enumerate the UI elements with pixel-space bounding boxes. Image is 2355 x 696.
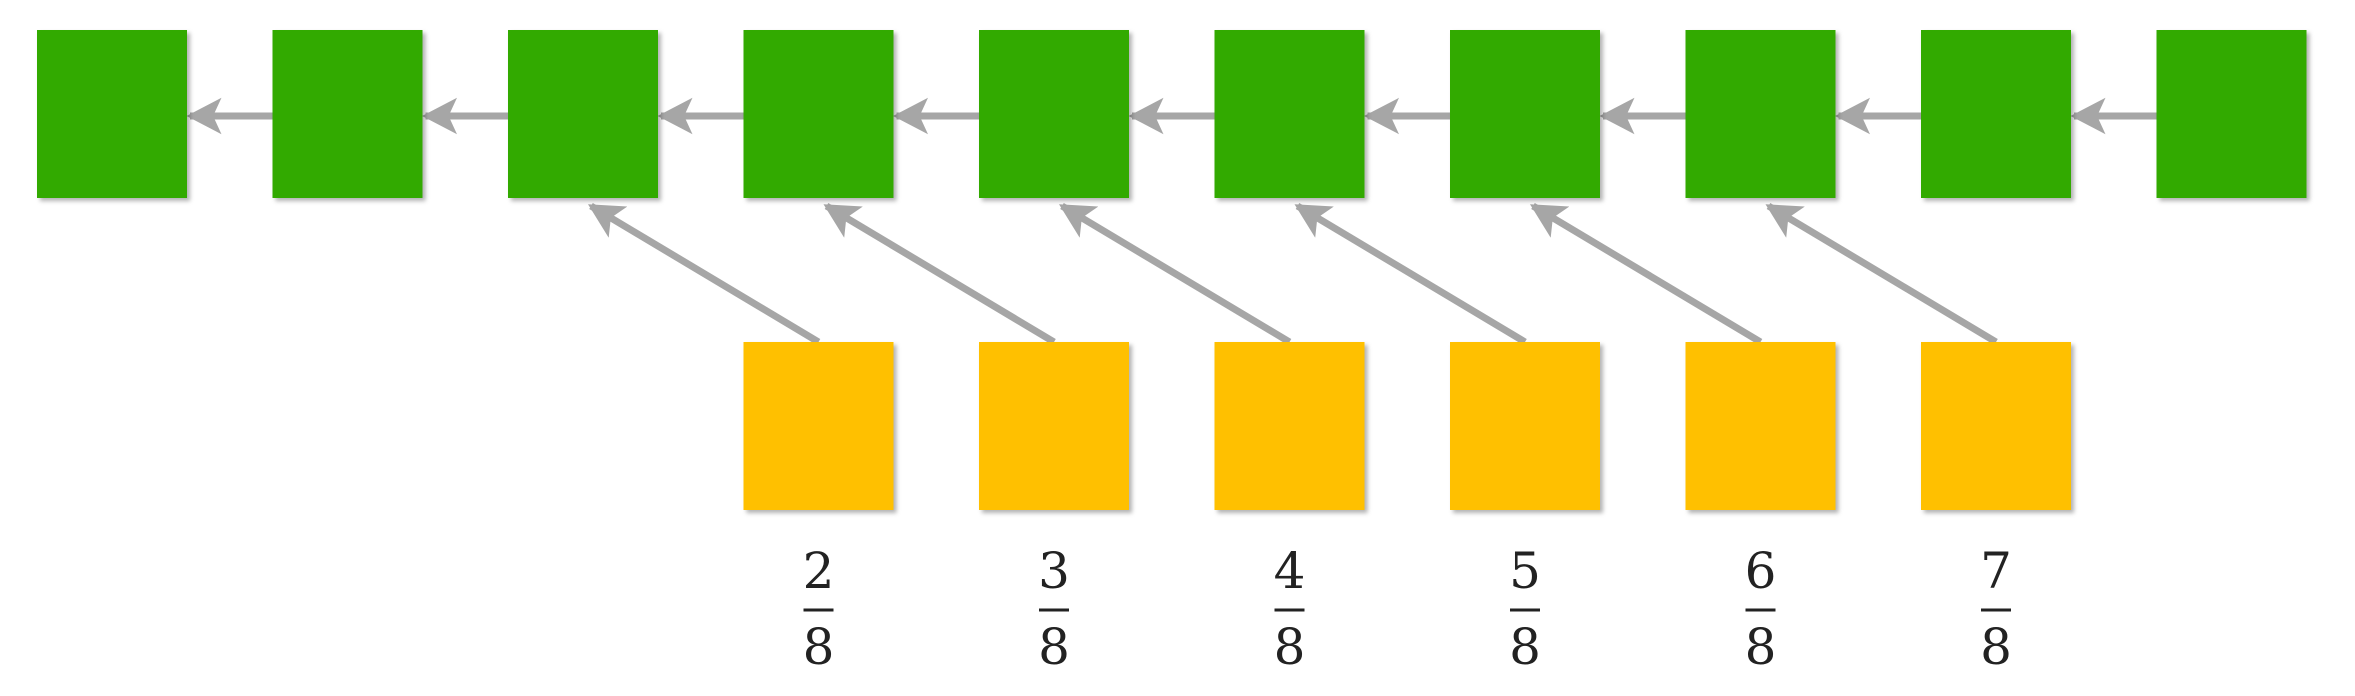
fraction-numerator: 2 [803,542,835,600]
skip-arrow [1765,202,1998,346]
main-node [1685,30,1836,198]
fraction-label: 68 [1745,542,1777,676]
aux-node [1214,342,1365,510]
main-node [508,30,658,198]
fraction-label: 48 [1274,542,1306,676]
main-node [1450,30,1600,198]
aux-node [743,342,894,510]
fraction-numerator: 5 [1509,542,1541,600]
fraction-denominator: 8 [1745,618,1777,676]
main-node [37,30,187,198]
main-node [743,30,894,198]
fraction-denominator: 8 [803,618,835,676]
aux-node [979,342,1129,510]
main-node [272,30,423,198]
fraction-label: 58 [1509,542,1541,676]
fraction-denominator: 8 [1509,618,1541,676]
skip-arrow [823,202,1056,346]
main-node [1921,30,2071,198]
main-node [979,30,1129,198]
fraction-numerator: 7 [1980,542,2012,600]
skip-arrow [587,202,821,346]
fraction-numerator: 3 [1038,542,1070,600]
fraction-denominator: 8 [1274,618,1306,676]
skip-arrow [1294,202,1527,346]
fraction-label: 78 [1980,542,2012,676]
arrows-layer [186,97,2157,346]
fraction-numerator: 6 [1745,542,1777,600]
fraction-label: 38 [1038,542,1070,676]
fraction-denominator: 8 [1038,618,1070,676]
fraction-denominator: 8 [1980,618,2012,676]
fraction-label: 28 [803,542,835,676]
skip-arrow [1529,202,1763,346]
boxes-layer [37,30,2307,510]
main-node [1214,30,1365,198]
fraction-numerator: 4 [1274,542,1306,600]
aux-node [1921,342,2071,510]
skip-arrow [1058,202,1292,346]
aux-node [1685,342,1836,510]
aux-node [1450,342,1600,510]
main-node [2156,30,2307,198]
